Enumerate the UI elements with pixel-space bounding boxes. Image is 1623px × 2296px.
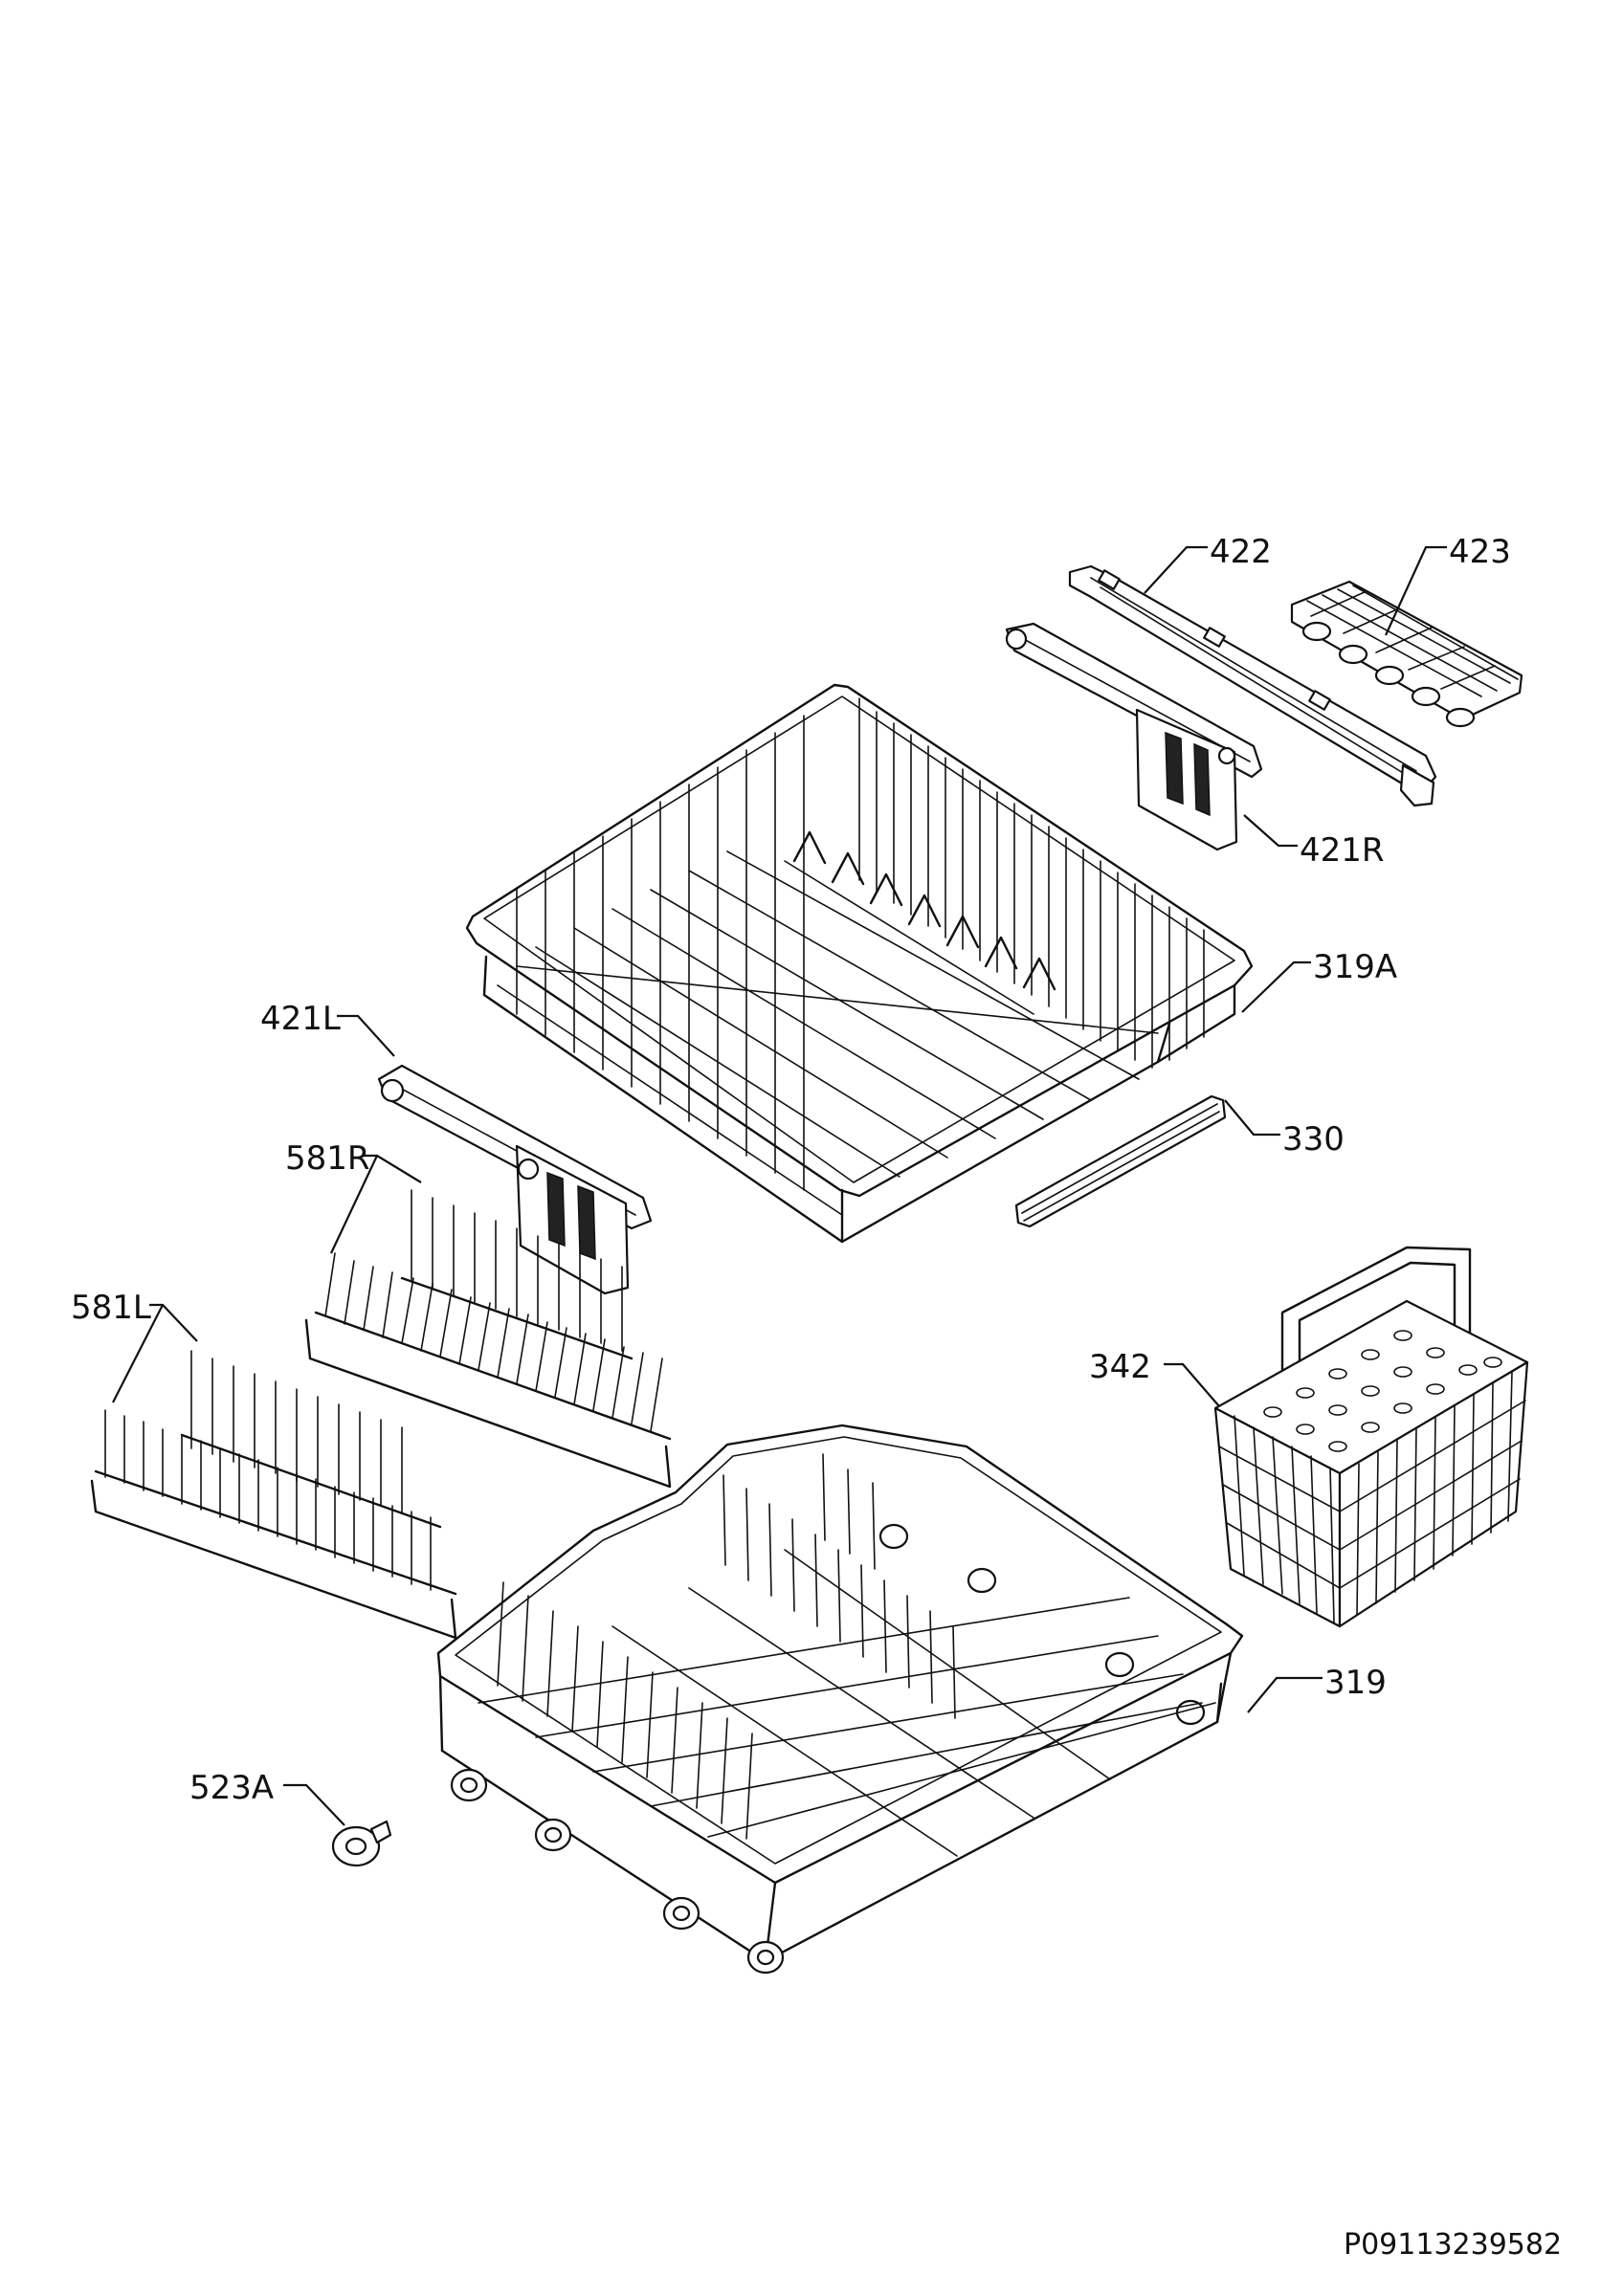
document-code: P09113239582 [1344, 2228, 1562, 2262]
label-581L: 581L [71, 1289, 151, 1327]
part-422-rail [1068, 564, 1437, 807]
label-581R: 581R [285, 1139, 370, 1178]
label-319A: 319A [1313, 948, 1397, 986]
part-330-bar [1014, 1094, 1227, 1228]
label-422: 422 [1210, 533, 1272, 571]
label-330: 330 [1282, 1120, 1345, 1159]
label-423: 423 [1449, 533, 1511, 571]
label-421R: 421R [1300, 831, 1385, 870]
label-421L: 421L [260, 1000, 341, 1038]
part-319A-upper-basket [465, 683, 1254, 1244]
part-581L-folding-tines [90, 1350, 457, 1640]
label-319: 319 [1324, 1664, 1387, 1702]
part-421R-height-adjuster [1005, 622, 1263, 851]
part-342-cutlery-basket [1213, 1246, 1529, 1628]
label-342: 342 [1089, 1348, 1151, 1386]
label-523A: 523A [189, 1769, 274, 1807]
leader-lines [112, 545, 1447, 1826]
part-421L-height-adjuster [377, 1064, 653, 1295]
part-319-lower-basket [436, 1424, 1244, 1975]
part-523A-wheel [331, 1820, 392, 1867]
part-423-grid-insert [1290, 580, 1523, 728]
part-581R-folding-tines [304, 1189, 672, 1489]
